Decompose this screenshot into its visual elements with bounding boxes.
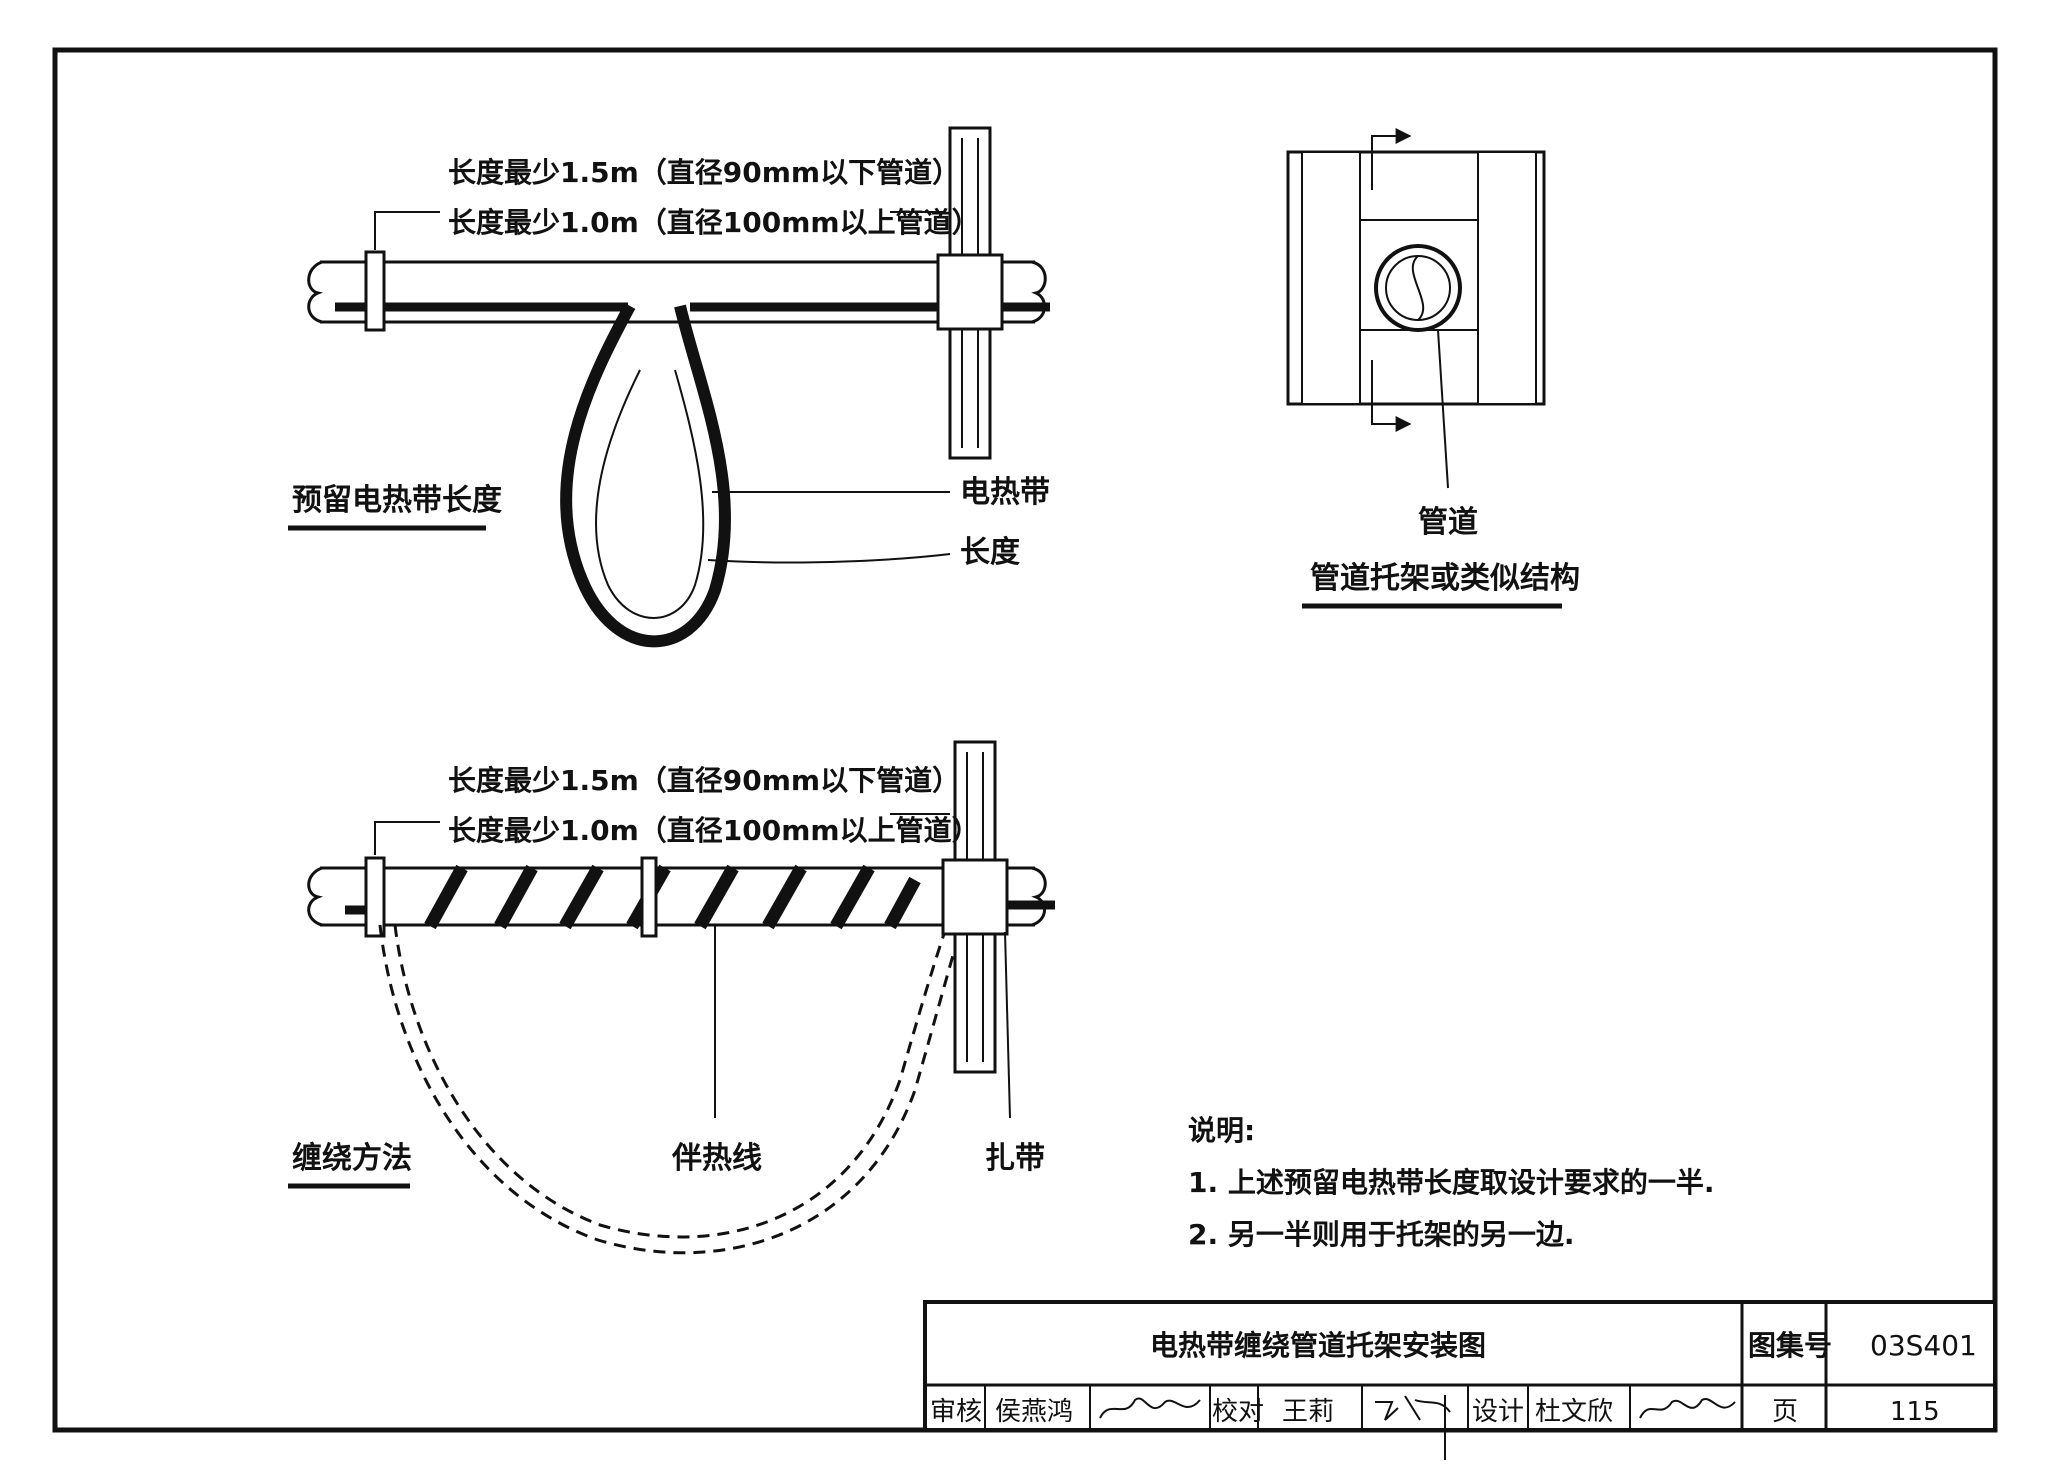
review-label: 审核 — [930, 1397, 982, 1427]
reviewer-signature — [1099, 1397, 1201, 1419]
bottom-pipe — [320, 866, 1035, 927]
checker-signature — [1375, 1395, 1451, 1460]
bottom-dim-line1: 长度最少1.5m（直径90mm以下管道） — [448, 764, 960, 797]
top-dim-leader — [374, 211, 440, 250]
top-label-heater: 电热带 — [960, 475, 1050, 510]
bottom-label-trace-wire: 伴热线 — [671, 1141, 762, 1176]
check-label: 校对 — [1212, 1397, 1264, 1427]
checker-name: 王莉 — [1282, 1397, 1334, 1427]
bottom-clamp-mid — [640, 856, 658, 938]
top-dim-line2: 长度最少1.0m（直径100mm以上管道） — [448, 206, 980, 239]
support-view: 管道 管道托架或类似结构 — [1286, 128, 1580, 609]
spiral-heating-cable — [424, 864, 921, 930]
top-label-length: 长度 — [960, 535, 1020, 570]
top-section-title: 预留电热带长度 — [292, 483, 502, 518]
designer-signature — [1639, 1398, 1736, 1419]
bottom-dim-line2: 长度最少1.0m（直径100mm以上管道） — [448, 814, 980, 847]
bottom-pipe-left-break — [307, 866, 324, 927]
support-label-pipe: 管道 — [1418, 505, 1478, 540]
drawing-title: 电热带缠绕管道托架安装图 — [1150, 1329, 1486, 1362]
support-pipe-leader — [1437, 329, 1449, 489]
atlas-no: 03S401 — [1870, 1329, 1977, 1362]
top-pipe — [320, 260, 1035, 324]
page-no: 115 — [1890, 1397, 1940, 1427]
note-item-2: 2. 另一半则用于托架的另一边. — [1188, 1218, 1575, 1251]
support-title: 管道托架或类似结构 — [1310, 561, 1580, 596]
drawing-frame — [52, 47, 1998, 1433]
top-diagram: 长度最少1.5m（直径90mm以下管道） 长度最少1.0m（直径100mm以上管… — [288, 126, 1050, 648]
bottom-pipe-right-break — [1031, 866, 1047, 927]
top-cable-loop — [560, 303, 731, 648]
designer-name: 杜文欣 — [1535, 1397, 1613, 1427]
title-block: 电热带缠绕管道托架安装图 图集号 03S401 审核 侯燕鸿 校对 王莉 设计 … — [923, 1300, 1997, 1460]
notes-heading: 说明: — [1188, 1114, 1255, 1147]
bottom-section-title: 缠绕方法 — [292, 1141, 412, 1176]
top-pipe-left-break — [307, 260, 324, 324]
section-arrow-bottom — [1371, 360, 1412, 432]
top-pipe-clamp — [364, 250, 386, 332]
bottom-clamp-left — [364, 856, 386, 938]
atlas-label: 图集号 — [1748, 1329, 1832, 1362]
reviewer-name: 侯燕鸿 — [995, 1397, 1073, 1427]
top-cable-loop-inner — [594, 369, 705, 619]
strap-leader — [1004, 931, 1011, 1119]
top-pipe-right-break — [1031, 260, 1047, 324]
dashed-reserve-loop — [393, 921, 950, 1239]
page-label: 页 — [1772, 1397, 1798, 1427]
design-label: 设计 — [1472, 1397, 1524, 1427]
top-length-leader — [707, 553, 951, 564]
bottom-dim-leader — [374, 821, 440, 855]
section-arrow-top — [1371, 128, 1412, 190]
bottom-label-strap: 扎带 — [985, 1141, 1045, 1176]
note-item-1: 1. 上述预留电热带长度取设计要求的一半. — [1188, 1166, 1715, 1199]
bottom-diagram: 长度最少1.5m（直径90mm以下管道） 长度最少1.0m（直径100mm以上管… — [288, 740, 1055, 1255]
notes: 说明: 1. 上述预留电热带长度取设计要求的一半. 2. 另一半则用于托架的另一… — [1188, 1114, 1715, 1251]
top-dim-line1: 长度最少1.5m（直径90mm以下管道） — [448, 156, 960, 189]
